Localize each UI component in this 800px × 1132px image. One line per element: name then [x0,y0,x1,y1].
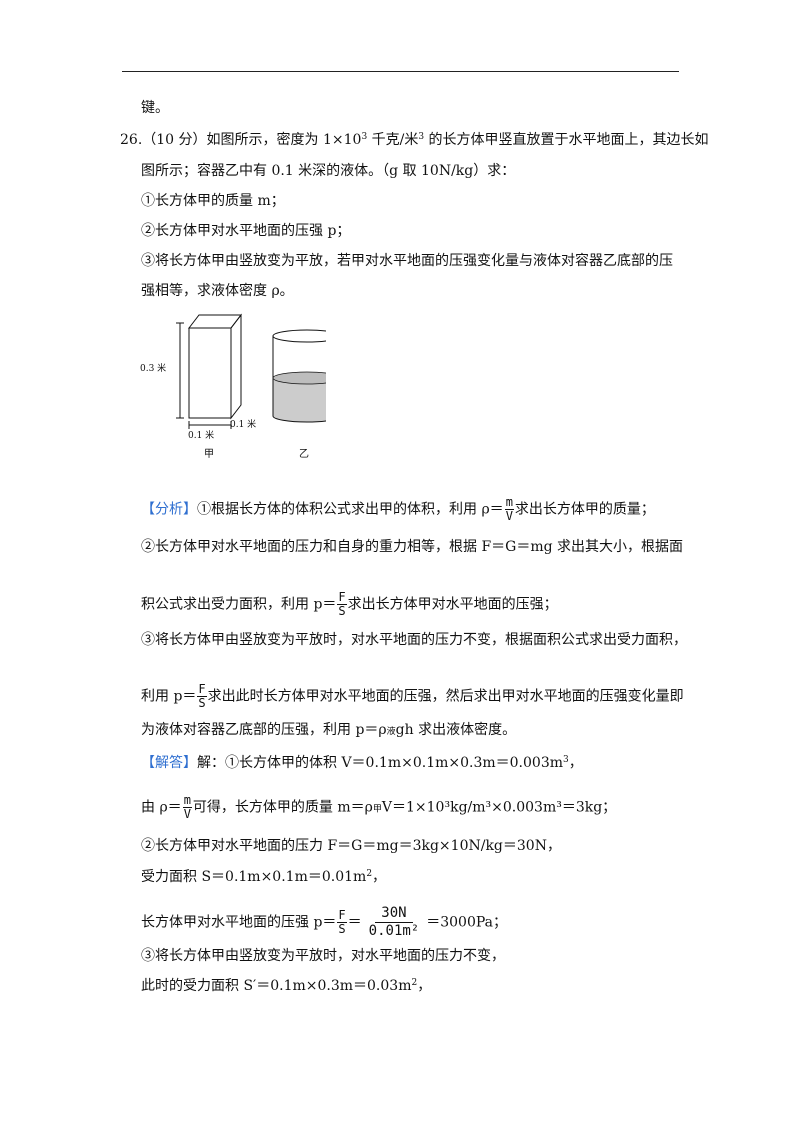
question-item-2: ②长方体甲对水平地面的压强 p； [141,223,351,239]
analysis-line-6: 为液体对容器乙底部的压强，利用 p＝ρ液gh 求出液体密度。 [141,722,517,738]
liquid-fill [273,372,326,422]
depth-label: 0.1 米 [230,418,256,430]
answer-line-6: ③将长方体甲由竖放变为平放时，对水平地面的压力不变， [141,948,505,964]
answer-line-3: ②长方体甲对水平地面的压力 F＝G＝mg＝3kg×10N/kg＝30N， [141,838,561,854]
analysis-line-2: ②长方体甲对水平地面的压力和自身的重力相等，根据 F＝G＝mg 求出其大小，根据… [141,539,684,555]
header-rule [122,71,679,72]
continued-text: 键。 [141,100,169,116]
answer-line-7: 此时的受力面积 S′＝0.1m×0.3m＝0.03m2， [141,978,432,994]
cuboid-jia [187,313,243,420]
height-dimension [176,322,184,419]
question-line-1: 26.（10 分）如图所示，密度为 1×103 千克/米3 的长方体甲竖直放置于… [120,132,709,148]
width-label: 0.1 米 [188,429,214,441]
width-dimension [188,421,232,429]
caption-jia: 甲 [204,449,214,460]
question-line-2: 图所示；容器乙中有 0.1 米深的液体。（g 取 10N/kg）求： [141,163,516,179]
answer-tag: 【解答】 [141,755,197,771]
caption-yi: 乙 [299,448,309,460]
analysis-line-4: ③将长方体甲由竖放变为平放时，对水平地面的压力不变，根据面积公式求出受力面积， [141,632,687,648]
analysis-tag: 【分析】 [141,501,197,518]
figure-diagram: 0.3 米 0.1 米 0.1 米 甲 乙 [140,313,326,460]
container-yi [272,329,326,423]
question-item-3a: ③将长方体甲由竖放变为平放，若甲对水平地面的压强变化量与液体对容器乙底部的压 [141,253,673,269]
question-item-1: ①长方体甲的质量 m； [141,193,285,209]
question-item-3b: 强相等，求液体密度 ρ。 [141,283,294,299]
answer-line-1: 【解答】解：①长方体甲的体积 V＝0.1m×0.1m×0.3m＝0.003m3， [141,755,583,771]
height-label: 0.3 米 [140,362,166,374]
answer-line-4: 受力面积 S＝0.1m×0.1m＝0.01m2， [141,869,387,885]
